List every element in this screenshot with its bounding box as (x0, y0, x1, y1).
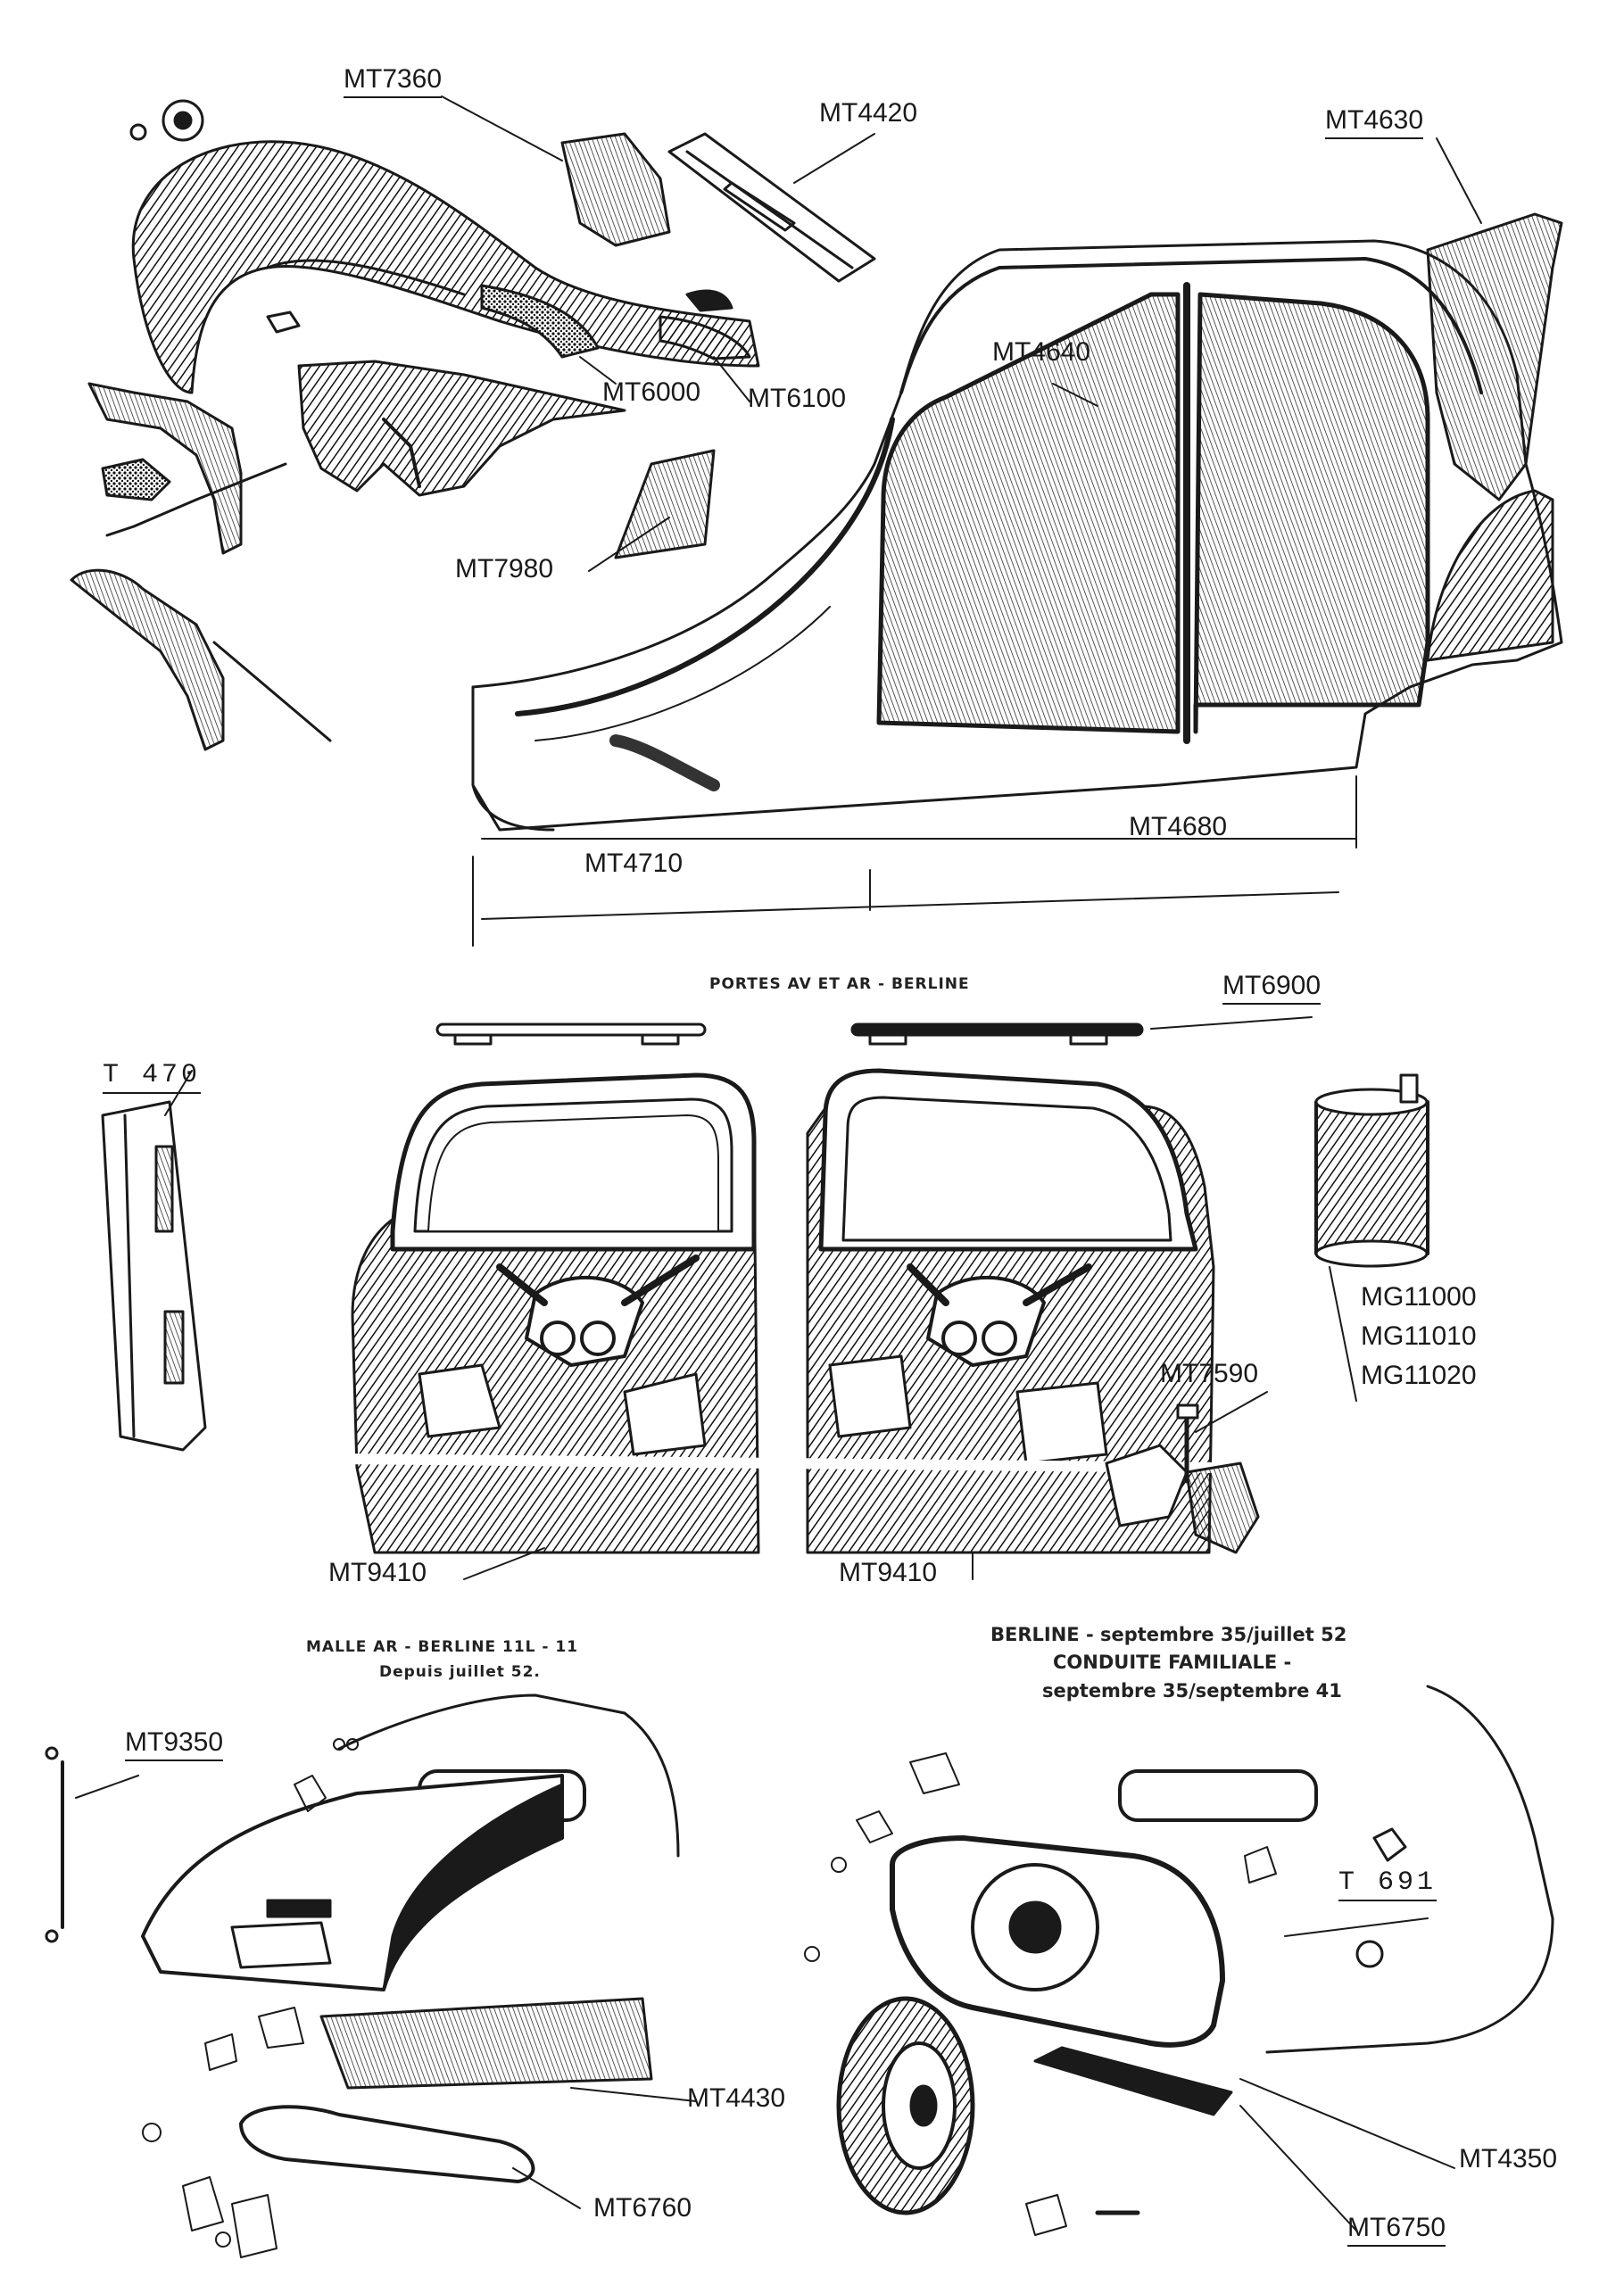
oil-filter-mg11000 (1314, 1073, 1429, 1268)
label-mt6000: MT6000 (602, 377, 701, 407)
dimension-lines (472, 775, 1357, 947)
heading-trunk-line1: MALLE AR - BERLINE 11L - 11 (306, 1638, 579, 1656)
label-mt9350: MT9350 (125, 1729, 224, 1761)
label-mt9410-left: MT9410 (328, 1558, 427, 1587)
label-t470: T 470 (103, 1062, 202, 1094)
heading-berline-line2: CONDUITE FAMILIALE - (1053, 1652, 1292, 1673)
rear-door (806, 1068, 1215, 1554)
spare-wheel-tyre (836, 1996, 975, 2215)
wing-inner-panel (297, 360, 626, 497)
label-mt4680: MT4680 (1129, 812, 1228, 841)
label-mt6900: MT6900 (1222, 973, 1322, 1005)
label-mg11020: MG11020 (1361, 1361, 1477, 1390)
door-top-strip-left (435, 1023, 707, 1046)
rear-wing-drawing (129, 99, 760, 394)
wing-lower-bracket (70, 568, 225, 751)
label-mg11000: MG11000 (1361, 1282, 1477, 1312)
wing-rod (212, 641, 332, 742)
trunk-small-parts (142, 1738, 359, 2258)
heading-trunk-line2: Depuis juillet 52. (379, 1663, 541, 1681)
wing-bracket-mt6100 (659, 315, 751, 360)
label-mt4710: MT4710 (584, 849, 684, 878)
wing-clip (685, 289, 733, 312)
label-mg-group: MG11000 MG11010 MG11020 (1361, 1278, 1477, 1395)
label-mt7360: MT7360 (344, 66, 443, 98)
front-door (351, 1072, 760, 1554)
label-mt4630: MT4630 (1325, 107, 1424, 139)
hinge-rod-mt9350 (45, 1746, 64, 1943)
label-mg11010: MG11010 (1361, 1321, 1477, 1351)
spare-wheel-body (1118, 1685, 1554, 2054)
body-side-windows (876, 282, 1430, 744)
gusset-mt7980 (614, 449, 716, 559)
door-top-strip-right (850, 1023, 1144, 1046)
label-mt6760: MT6760 (593, 2193, 692, 2223)
bumper-mt6760 (239, 2105, 535, 2183)
label-mt7980: MT7980 (455, 554, 554, 584)
label-mt4350: MT4350 (1459, 2144, 1558, 2174)
valance-mt6750 (1033, 2046, 1233, 2116)
label-mt6100: MT6100 (748, 384, 847, 413)
wing-stay-rod (105, 462, 287, 537)
label-mt4420: MT4420 (819, 98, 918, 128)
pillar-t470 (101, 1100, 207, 1452)
trunk-inner-tray (319, 1997, 653, 2090)
hinge-mt7590 (1105, 1403, 1260, 1554)
spare-wheel-small-parts (804, 1752, 1277, 2236)
door-divider-stripe (334, 1453, 1228, 1473)
label-t691: T 691 (1338, 1869, 1438, 1901)
rear-wheel-arch (1426, 489, 1554, 662)
rear-quarter-panel (1426, 212, 1563, 501)
leader-lines (75, 95, 1482, 2231)
label-mt7590: MT7590 (1160, 1359, 1259, 1388)
wing-support-bracket (87, 382, 243, 555)
body-sill-detail (609, 734, 720, 791)
sill-strip-mt4420 (667, 132, 876, 283)
heading-berline-line1: BERLINE - septembre 35/juillet 52 (990, 1624, 1347, 1645)
label-mt4640: MT4640 (992, 337, 1091, 367)
gutter-mt7360 (560, 132, 671, 247)
heading-doors: PORTES AV ET AR - BERLINE (709, 975, 970, 993)
label-mt6750: MT6750 (1347, 2215, 1446, 2247)
heading-berline-line3: septembre 35/septembre 41 (1042, 1680, 1342, 1702)
label-mt9410-right: MT9410 (839, 1558, 938, 1587)
label-mt4430: MT4430 (687, 2083, 786, 2113)
wing-fastener (266, 310, 301, 334)
body-front-edge (471, 685, 555, 832)
trunk-lid (141, 1774, 564, 1991)
spare-wheel-cover (890, 1835, 1225, 2048)
wing-small-plate (101, 458, 171, 501)
wing-seal-strip (480, 284, 600, 359)
